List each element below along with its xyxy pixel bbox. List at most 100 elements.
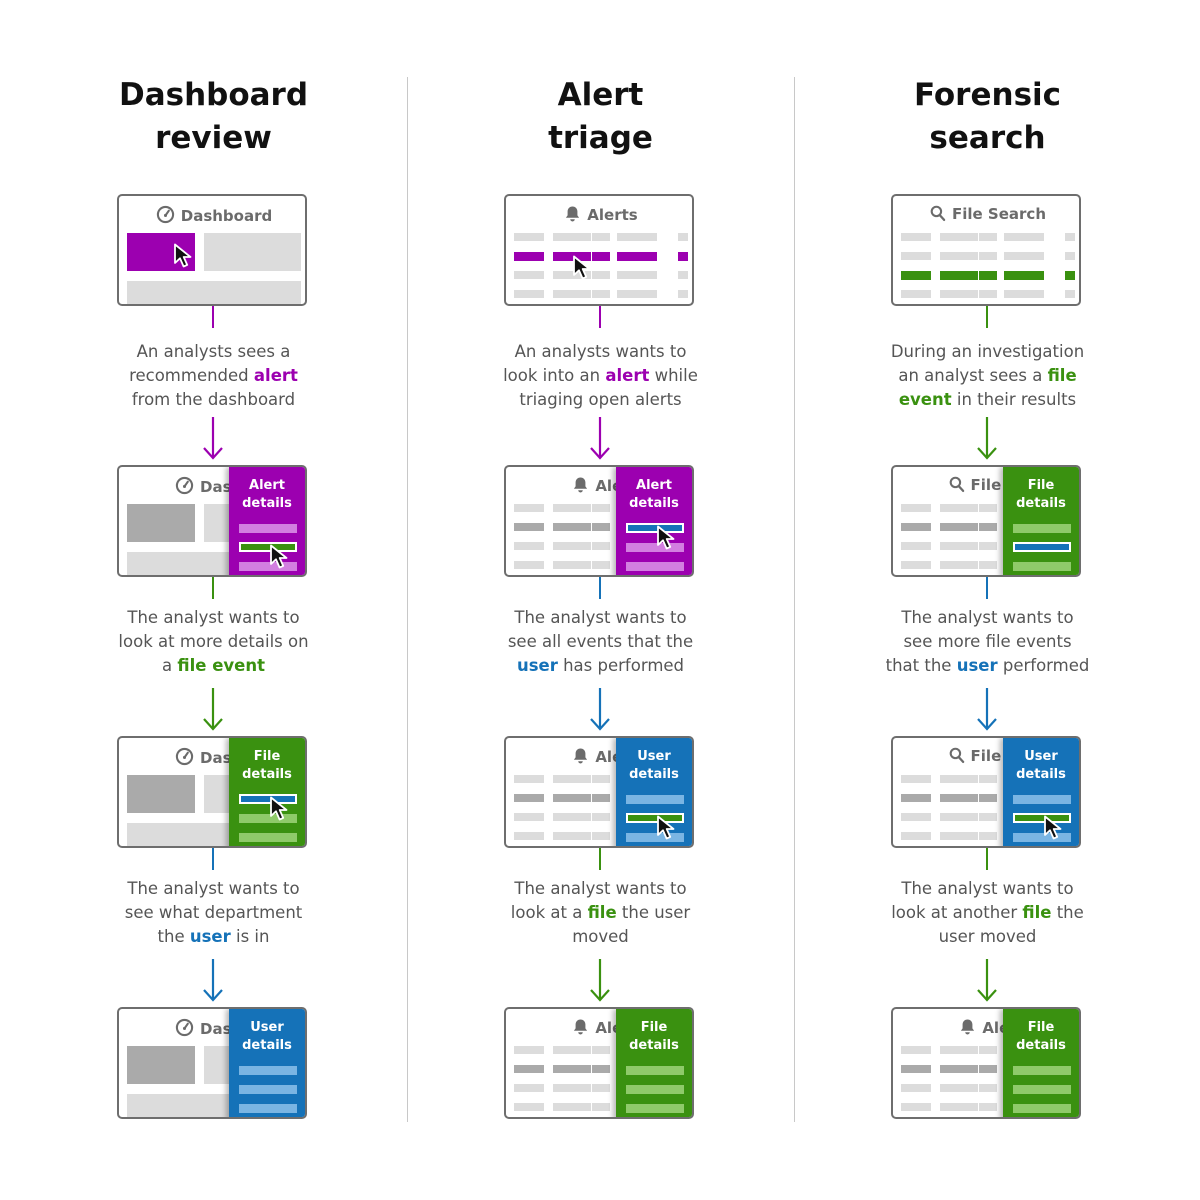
detail-row[interactable] [1013, 1085, 1071, 1094]
detail-row[interactable] [626, 1104, 684, 1113]
selected-detail-row[interactable] [626, 523, 684, 533]
table-cell [901, 832, 931, 840]
arrow-down-icon [589, 417, 611, 461]
detail-row[interactable] [1013, 1066, 1071, 1075]
magnifier-icon [949, 747, 965, 768]
detail-row[interactable] [239, 833, 297, 842]
selected-detail-row[interactable] [626, 813, 684, 823]
description-text: The analyst wants to see what department… [124, 879, 303, 946]
table-cell [940, 775, 978, 783]
detail-row[interactable] [626, 833, 684, 842]
detail-row[interactable] [1013, 795, 1071, 804]
detail-row[interactable] [1013, 562, 1071, 571]
gauge-icon [175, 1018, 194, 1041]
description-text: performed [997, 656, 1090, 675]
step-description: An analysts sees a recommended alert fro… [20, 340, 407, 412]
table-cell [553, 252, 591, 261]
detail-row[interactable] [239, 562, 297, 571]
table-cell [901, 1084, 931, 1092]
table-cell [592, 290, 610, 298]
details-drawer[interactable]: File details [1003, 1009, 1079, 1117]
step-description: An analysts wants to look into an alert … [407, 340, 794, 412]
connector-line [986, 848, 988, 870]
connector-line [212, 577, 214, 599]
arrow-down-icon [589, 959, 611, 1003]
table-cell [940, 504, 978, 512]
details-drawer[interactable]: User details [616, 738, 692, 846]
table-cell [940, 1084, 978, 1092]
table-cell [678, 233, 688, 241]
mock-screen-card: Alerts [504, 194, 694, 306]
selected-detail-row[interactable] [239, 542, 297, 552]
arrow-down-icon [202, 688, 224, 732]
selected-detail-row[interactable] [1013, 542, 1071, 552]
connector-line [986, 306, 988, 328]
detail-row[interactable] [239, 814, 297, 823]
description-text: The analyst wants to see all events that… [507, 608, 694, 651]
drawer-title: File details [242, 749, 292, 782]
table-cell [514, 271, 544, 279]
step-description: The analyst wants to look at more detail… [20, 606, 407, 678]
step-description: The analyst wants to look at another fil… [794, 877, 1181, 949]
mock-screen-card: File Search [891, 194, 1081, 306]
detail-row[interactable] [626, 1085, 684, 1094]
detail-row[interactable] [239, 1104, 297, 1113]
detail-row[interactable] [626, 795, 684, 804]
table-cell [901, 794, 931, 802]
table-cell [553, 271, 591, 279]
table-cell [553, 813, 591, 821]
details-drawer[interactable]: User details [1003, 738, 1079, 846]
detail-row[interactable] [626, 562, 684, 571]
column-title: Alert triage [548, 77, 653, 156]
table-cell [514, 813, 544, 821]
table-cell [514, 1046, 544, 1054]
detail-row[interactable] [239, 1085, 297, 1094]
details-drawer[interactable]: File details [1003, 467, 1079, 575]
detail-row[interactable] [1013, 524, 1071, 533]
description-text: The analyst wants to look at more detail… [118, 608, 309, 675]
dashboard-widget [127, 775, 195, 813]
selected-detail-row[interactable] [239, 794, 297, 804]
table-cell [514, 252, 544, 261]
table-cell [979, 271, 997, 280]
table-cell [553, 1084, 591, 1092]
table-cell [979, 561, 997, 569]
table-cell [979, 813, 997, 821]
table-cell [1065, 271, 1075, 280]
selected-detail-row[interactable] [1013, 813, 1071, 823]
cursor-pointer-icon [173, 243, 195, 269]
cursor-pointer-icon [572, 255, 594, 281]
table-cell [592, 561, 610, 569]
table-cell [678, 271, 688, 279]
table-cell [940, 233, 978, 241]
description-text: the user moved [572, 903, 691, 946]
table-cell [901, 542, 931, 550]
dashboard-widget [127, 1046, 195, 1084]
description-text: The analyst wants to look at a [510, 879, 687, 922]
table-cell [617, 271, 657, 279]
detail-row[interactable] [1013, 833, 1071, 842]
details-drawer[interactable]: User details [229, 1009, 305, 1117]
detail-row[interactable] [1013, 1104, 1071, 1113]
detail-row[interactable] [239, 524, 297, 533]
description-text: in their results [951, 390, 1077, 409]
details-drawer[interactable]: Alert details [229, 467, 305, 575]
detail-row[interactable] [626, 1066, 684, 1075]
detail-row[interactable] [626, 543, 684, 552]
details-drawer[interactable]: Alert details [616, 467, 692, 575]
table-cell [979, 542, 997, 550]
details-drawer[interactable]: File details [616, 1009, 692, 1117]
arrow-down-icon [976, 959, 998, 1003]
table-cell [592, 1103, 610, 1111]
table-cell [592, 271, 610, 279]
mock-screen-card: Dashboard [117, 194, 307, 306]
table-cell [514, 290, 544, 298]
details-drawer[interactable]: File details [229, 738, 305, 846]
table-cell [592, 1084, 610, 1092]
table-cell [553, 1103, 591, 1111]
table-cell [901, 813, 931, 821]
arrow-down-icon [976, 688, 998, 732]
detail-row[interactable] [239, 1066, 297, 1075]
